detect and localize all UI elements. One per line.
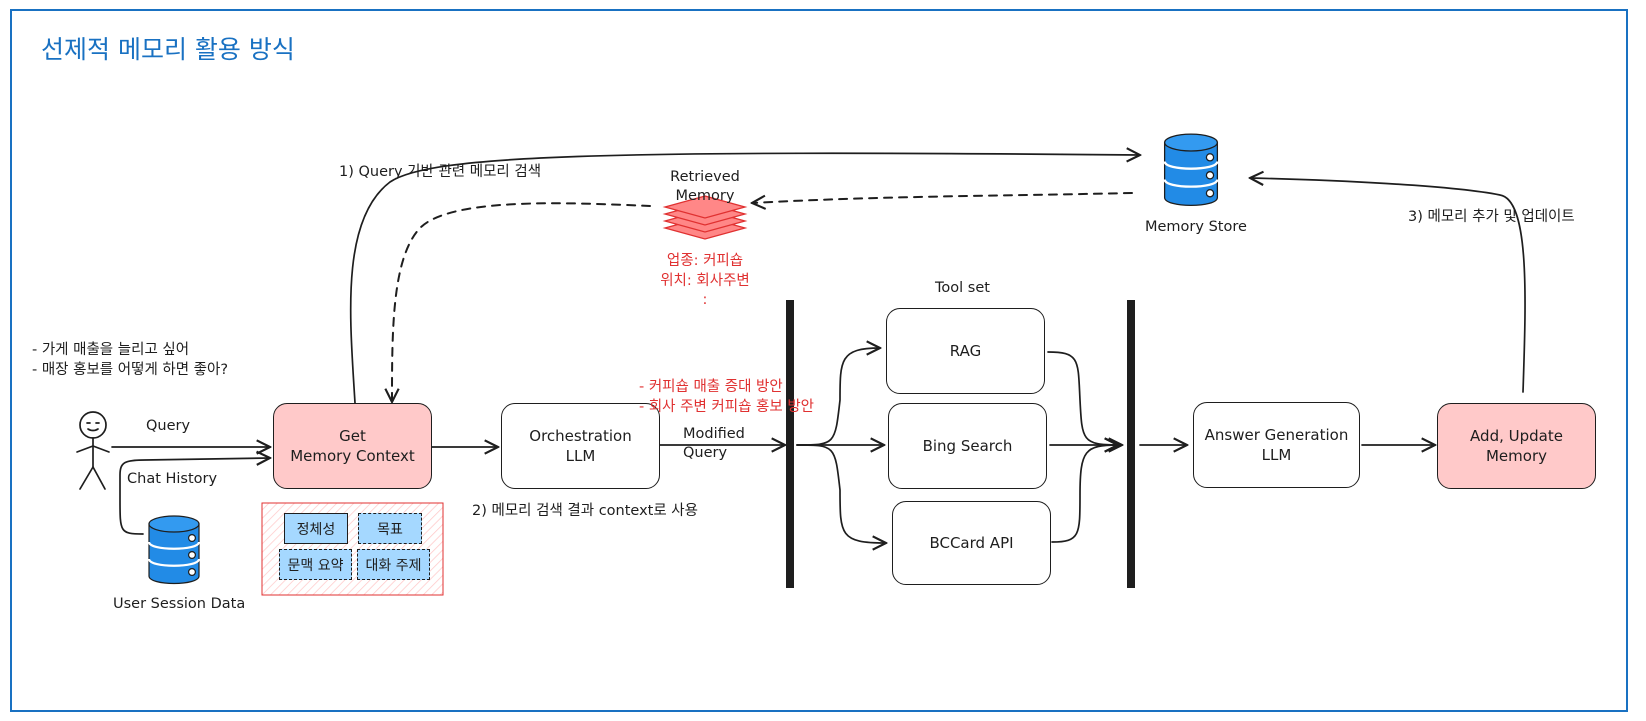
get-memory-context-label: Get Memory Context — [290, 427, 415, 465]
step1-label: 1) Query 기반 관련 메모리 검색 — [339, 164, 542, 180]
bccard-api-label: BCCard API — [929, 534, 1014, 552]
modified-query-label-1: Modified — [683, 426, 745, 442]
query-label: Query — [146, 418, 191, 434]
modified-query-1: - 커피숍 매출 증대 방안 — [639, 379, 783, 395]
orchestration-llm-node: Orchestration LLM — [501, 403, 660, 489]
modified-query-label-2: Query — [683, 445, 728, 461]
arrow-to-rag — [796, 348, 880, 446]
bing-search-node: Bing Search — [888, 403, 1047, 489]
memory-store-label: Memory Store — [1145, 219, 1247, 235]
arrow-memory-search — [349, 153, 1140, 404]
arrow-retrieved-dashed — [752, 192, 1133, 203]
answer-generation-llm-node: Answer Generation LLM — [1193, 402, 1360, 488]
fanin-bar — [1127, 300, 1135, 588]
answer-generation-llm-label: Answer Generation LLM — [1204, 426, 1349, 464]
tag-context-summary: 문맥 요약 — [279, 549, 352, 580]
arrow-chat-history — [119, 458, 270, 535]
orchestration-llm-label: Orchestration LLM — [529, 427, 632, 465]
user-session-data-label: User Session Data — [113, 596, 246, 612]
step2-label: 2) 메모리 검색 결과 context로 사용 — [472, 503, 698, 519]
user-query-line-2: - 매장 홍보를 어떻게 하면 좋아? — [32, 362, 229, 378]
database-icon — [147, 515, 201, 585]
retrieved-value-more: : — [702, 292, 708, 308]
get-memory-context-node: Get Memory Context — [273, 403, 432, 489]
arrow-to-bccard — [796, 444, 886, 543]
retrieved-memory-label-2: Memory — [675, 188, 735, 204]
add-update-memory-node: Add, Update Memory — [1437, 403, 1596, 489]
tag-goal: 목표 — [358, 513, 422, 544]
fanout-bar — [786, 300, 794, 588]
arrow-from-rag — [1047, 351, 1118, 445]
bing-search-label: Bing Search — [922, 437, 1013, 455]
tool-set-label: Tool set — [935, 280, 990, 296]
chat-history-label: Chat History — [127, 471, 218, 487]
stick-figure-icon — [76, 411, 110, 490]
rag-node: RAG — [886, 308, 1045, 394]
rag-label: RAG — [949, 342, 982, 360]
user-query-line-1: - 가게 매출을 늘리고 싶어 — [32, 342, 190, 358]
retrieved-value-location: 위치: 회사주변 — [660, 273, 750, 289]
arrow-retrieved-to-context — [392, 202, 651, 402]
step3-label: 3) 메모리 추가 및 업데이트 — [1408, 209, 1575, 225]
arrow-from-bccard — [1051, 445, 1118, 543]
bccard-api-node: BCCard API — [892, 501, 1051, 585]
add-update-memory-label: Add, Update Memory — [1470, 427, 1563, 465]
stacked-layers-icon — [662, 195, 748, 240]
diagram-frame — [10, 9, 1628, 712]
page-title: 선제적 메모리 활용 방식 — [41, 35, 295, 64]
tag-identity: 정체성 — [284, 513, 348, 544]
modified-query-2: - 회사 주변 커피숍 홍보 방안 — [639, 399, 815, 415]
arrow-memory-update — [1250, 178, 1526, 393]
retrieved-value-industry: 업종: 커피숍 — [666, 253, 744, 269]
retrieved-memory-label-1: Retrieved — [670, 169, 740, 185]
database-icon — [1163, 133, 1219, 206]
tag-conversation-topic: 대화 주제 — [357, 549, 430, 580]
